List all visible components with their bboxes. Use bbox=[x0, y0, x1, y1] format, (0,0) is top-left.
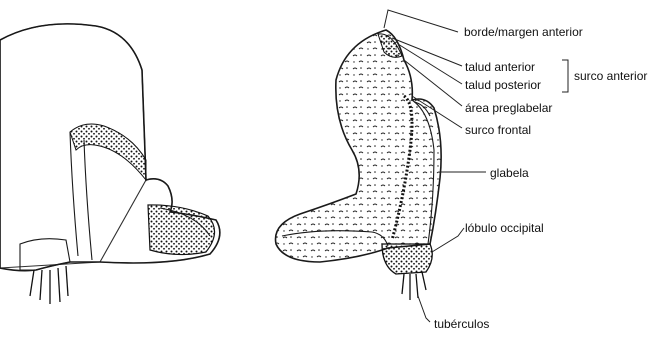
label-surco-anterior: surco anterior bbox=[574, 69, 647, 83]
label-tuberculos: tubérculos bbox=[434, 317, 489, 331]
label-glabela: glabela bbox=[490, 166, 529, 180]
left-spines bbox=[30, 266, 68, 304]
left-occipital-lobe bbox=[148, 205, 215, 255]
label-talud-posterior: talud posterior bbox=[465, 78, 541, 92]
label-surco-frontal: surco frontal bbox=[465, 123, 531, 137]
right-occipital-lobe bbox=[382, 244, 432, 274]
label-area-preglabelar: área preglabelar bbox=[465, 101, 552, 115]
right-tubercles bbox=[402, 272, 426, 300]
label-borde-margen-anterior: borde/margen anterior bbox=[464, 25, 583, 39]
left-cephalon-view bbox=[0, 24, 220, 304]
label-talud-anterior: talud anterior bbox=[465, 60, 535, 74]
right-cephalon-view bbox=[276, 30, 442, 300]
labels: borde/margen anterior talud anterior tal… bbox=[434, 25, 647, 331]
label-lobulo-occipital: lóbulo occipital bbox=[465, 221, 544, 235]
